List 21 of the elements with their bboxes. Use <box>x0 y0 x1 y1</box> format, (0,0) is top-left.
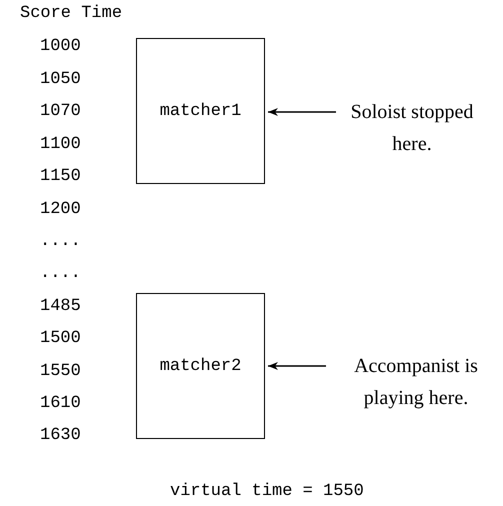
axis-heading: Score Time <box>20 4 122 24</box>
arrow <box>268 362 326 370</box>
arrow <box>268 108 336 116</box>
matcher-box: matcher2 <box>136 293 265 439</box>
score-time-value: 1000 <box>40 37 81 57</box>
matcher-box: matcher1 <box>136 38 265 184</box>
score-time-value: 1550 <box>40 362 81 382</box>
score-time-value: 1630 <box>40 426 81 446</box>
score-time-value: .... <box>40 232 81 252</box>
score-time-value: 1100 <box>40 135 81 155</box>
virtual-time-note: virtual time = 1550 <box>170 482 364 502</box>
score-time-value: .... <box>40 264 81 284</box>
score-time-value: 1150 <box>40 167 81 187</box>
score-time-value: 1500 <box>40 329 81 349</box>
score-time-value: 1200 <box>40 200 81 220</box>
note-text: Accompanist is playing here. <box>340 350 492 414</box>
score-time-value: 1070 <box>40 102 81 122</box>
score-time-value: 1485 <box>40 297 81 317</box>
score-time-value: 1050 <box>40 70 81 90</box>
score-time-value: 1610 <box>40 394 81 414</box>
note-text: Soloist stopped here. <box>350 96 474 160</box>
